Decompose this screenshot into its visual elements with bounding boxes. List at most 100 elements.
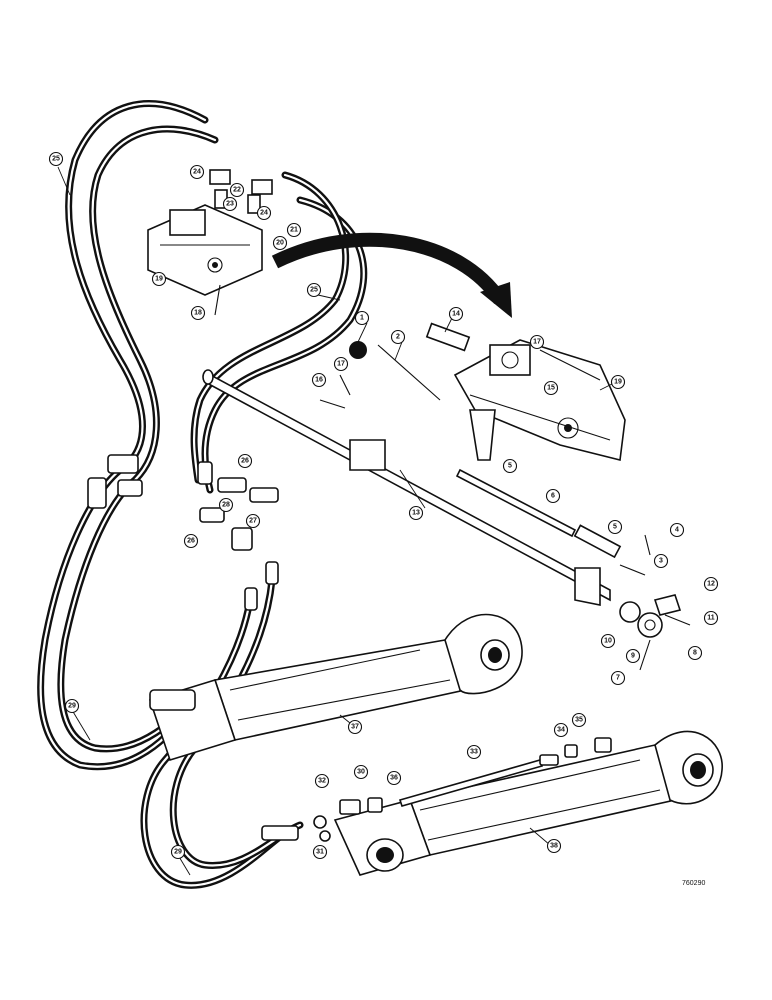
svg-text:35: 35 <box>575 717 583 724</box>
svg-text:17: 17 <box>337 361 345 368</box>
svg-text:23: 23 <box>226 201 234 208</box>
svg-text:21: 21 <box>290 227 298 234</box>
svg-text:13: 13 <box>412 510 420 517</box>
svg-text:8: 8 <box>693 650 697 657</box>
callout-30: 30 <box>353 764 369 780</box>
callout-37: 37 <box>347 719 363 735</box>
callout-29b: 29 <box>170 844 186 860</box>
callout-31: 31 <box>312 844 328 860</box>
svg-text:12: 12 <box>707 581 715 588</box>
callout-19b: 19 <box>610 374 626 390</box>
reference-arrow <box>271 232 512 318</box>
svg-text:3: 3 <box>659 558 663 565</box>
callout-24b: 24 <box>256 205 272 221</box>
svg-text:19: 19 <box>155 276 163 283</box>
svg-text:28: 28 <box>222 502 230 509</box>
hose-25-right2-inner <box>193 173 347 482</box>
svg-text:15: 15 <box>547 385 555 392</box>
callout-20: 20 <box>272 235 288 251</box>
callout-25a: 25 <box>48 151 64 167</box>
svg-text:18: 18 <box>194 310 202 317</box>
callout-8: 8 <box>687 645 703 661</box>
callout-28: 28 <box>218 497 234 513</box>
svg-text:32: 32 <box>318 778 326 785</box>
callout-23: 23 <box>222 196 238 212</box>
control-knob <box>349 341 367 359</box>
callout-17b: 17 <box>529 334 545 350</box>
svg-text:5: 5 <box>613 524 617 531</box>
drawing-code: 760290 <box>682 880 706 887</box>
svg-text:5: 5 <box>508 463 512 470</box>
callout-6: 6 <box>545 488 561 504</box>
callout-34: 34 <box>553 722 569 738</box>
svg-text:14: 14 <box>452 311 460 318</box>
callout-22: 22 <box>229 182 245 198</box>
svg-text:7: 7 <box>616 675 620 682</box>
hydraulic-cylinder-lower <box>261 730 723 876</box>
callout-1: 1 <box>354 310 370 326</box>
callout-18: 18 <box>190 305 206 321</box>
svg-text:20: 20 <box>276 240 284 247</box>
callout-38: 38 <box>546 838 562 854</box>
callout-26a: 26 <box>237 453 253 469</box>
svg-text:10: 10 <box>604 638 612 645</box>
svg-text:37: 37 <box>351 724 359 731</box>
callout-13: 13 <box>408 505 424 521</box>
callout-29a: 29 <box>64 698 80 714</box>
callout-5a: 5 <box>502 458 518 474</box>
callout-26b: 26 <box>183 533 199 549</box>
callout-24a: 24 <box>189 164 205 180</box>
hose-29-lower2-inner <box>172 578 302 867</box>
svg-text:26: 26 <box>241 458 249 465</box>
callout-12: 12 <box>703 576 719 592</box>
svg-text:29: 29 <box>68 703 76 710</box>
leader-lines <box>57 166 613 876</box>
svg-text:24: 24 <box>193 169 201 176</box>
svg-text:26: 26 <box>187 538 195 545</box>
callout-14: 14 <box>448 306 464 322</box>
svg-text:16: 16 <box>315 377 323 384</box>
svg-text:30: 30 <box>357 769 365 776</box>
svg-text:34: 34 <box>557 727 565 734</box>
svg-text:25: 25 <box>310 287 318 294</box>
svg-text:17: 17 <box>533 339 541 346</box>
svg-text:24: 24 <box>260 210 268 217</box>
callout-11: 11 <box>703 610 719 626</box>
callout-4: 4 <box>669 522 685 538</box>
svg-text:2: 2 <box>396 334 400 341</box>
svg-text:36: 36 <box>390 775 398 782</box>
callout-3: 3 <box>653 553 669 569</box>
callout-25b: 25 <box>306 282 322 298</box>
svg-text:33: 33 <box>470 749 478 756</box>
callout-5b: 5 <box>607 519 623 535</box>
svg-text:22: 22 <box>233 187 241 194</box>
callout-36: 36 <box>386 770 402 786</box>
svg-text:11: 11 <box>707 615 715 622</box>
control-valve-small <box>147 169 273 316</box>
callout-7: 7 <box>610 670 626 686</box>
callout-19a: 19 <box>151 271 167 287</box>
svg-text:4: 4 <box>675 527 679 534</box>
svg-text:27: 27 <box>249 518 257 525</box>
callout-17a: 17 <box>333 356 349 372</box>
callout-16: 16 <box>311 372 327 388</box>
callout-35: 35 <box>571 712 587 728</box>
svg-text:19: 19 <box>614 379 622 386</box>
callout-27: 27 <box>245 513 261 529</box>
hydraulic-cylinder-upper <box>148 613 523 761</box>
callout-32: 32 <box>314 773 330 789</box>
callout-2: 2 <box>390 329 406 345</box>
callout-10: 10 <box>600 633 616 649</box>
callout-33: 33 <box>466 744 482 760</box>
svg-text:38: 38 <box>550 843 558 850</box>
svg-text:1: 1 <box>360 315 364 322</box>
svg-text:6: 6 <box>551 493 555 500</box>
hose-25-left-outer <box>37 100 209 771</box>
fittings-mid <box>87 454 279 611</box>
svg-text:9: 9 <box>631 653 635 660</box>
control-shaft <box>202 322 691 671</box>
svg-text:25: 25 <box>52 156 60 163</box>
svg-text:29: 29 <box>174 849 182 856</box>
callout-15: 15 <box>543 380 559 396</box>
